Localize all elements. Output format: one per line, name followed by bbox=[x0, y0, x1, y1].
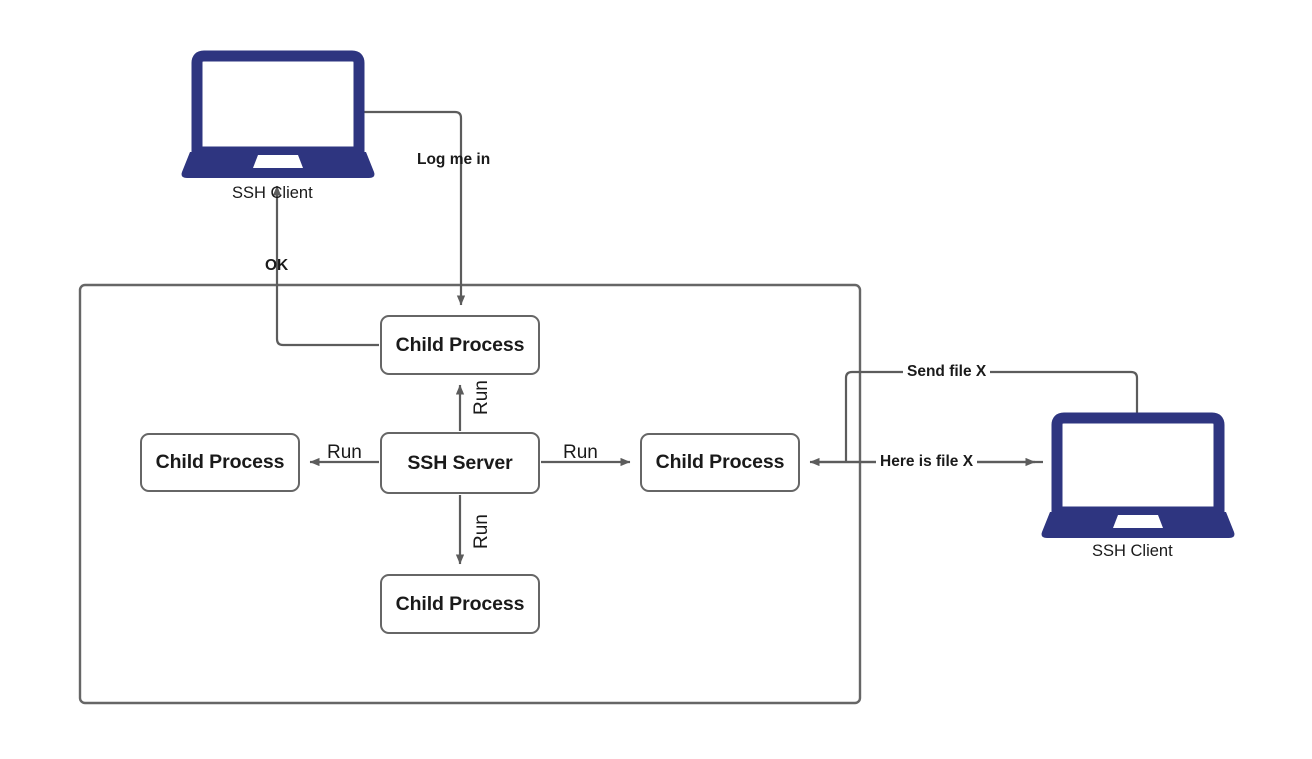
edge-label-run-down: Run bbox=[471, 514, 492, 549]
node-child-process-top[interactable]: Child Process bbox=[380, 315, 540, 375]
node-child-process-left[interactable]: Child Process bbox=[140, 433, 300, 492]
node-label: Child Process bbox=[655, 451, 785, 473]
edge-label-log-me-in: Log me in bbox=[417, 151, 491, 168]
node-label: SSH Server bbox=[407, 451, 513, 474]
node-label: Child Process bbox=[395, 592, 525, 615]
node-child-process-right[interactable]: Child Process bbox=[640, 433, 800, 492]
laptop-ssh-client-top-left bbox=[181, 50, 375, 178]
ssh-server-host-boundary bbox=[78, 283, 862, 705]
node-ssh-server[interactable]: SSH Server bbox=[380, 432, 540, 494]
edge-label-run-right: Run bbox=[563, 442, 598, 463]
edge-label-send-file-x: Send file X bbox=[903, 364, 991, 380]
edge-label-here-is-file-x: Here is file X bbox=[876, 454, 978, 470]
device-label-ssh-client-top-left: SSH Client bbox=[232, 184, 313, 202]
edge-label-ok: OK bbox=[265, 257, 289, 274]
node-child-process-bottom[interactable]: Child Process bbox=[380, 574, 540, 634]
edge-log-me-in bbox=[358, 110, 466, 306]
device-label-ssh-client-right: SSH Client bbox=[1092, 542, 1173, 560]
edge-label-run-left: Run bbox=[327, 442, 362, 463]
edge-send-file-x bbox=[844, 370, 1139, 462]
edge-ok bbox=[272, 185, 379, 347]
laptop-ssh-client-right bbox=[1041, 412, 1235, 538]
node-label: Child Process bbox=[395, 333, 525, 356]
node-label: Child Process bbox=[155, 451, 285, 473]
edge-label-run-up: Run bbox=[471, 380, 492, 415]
